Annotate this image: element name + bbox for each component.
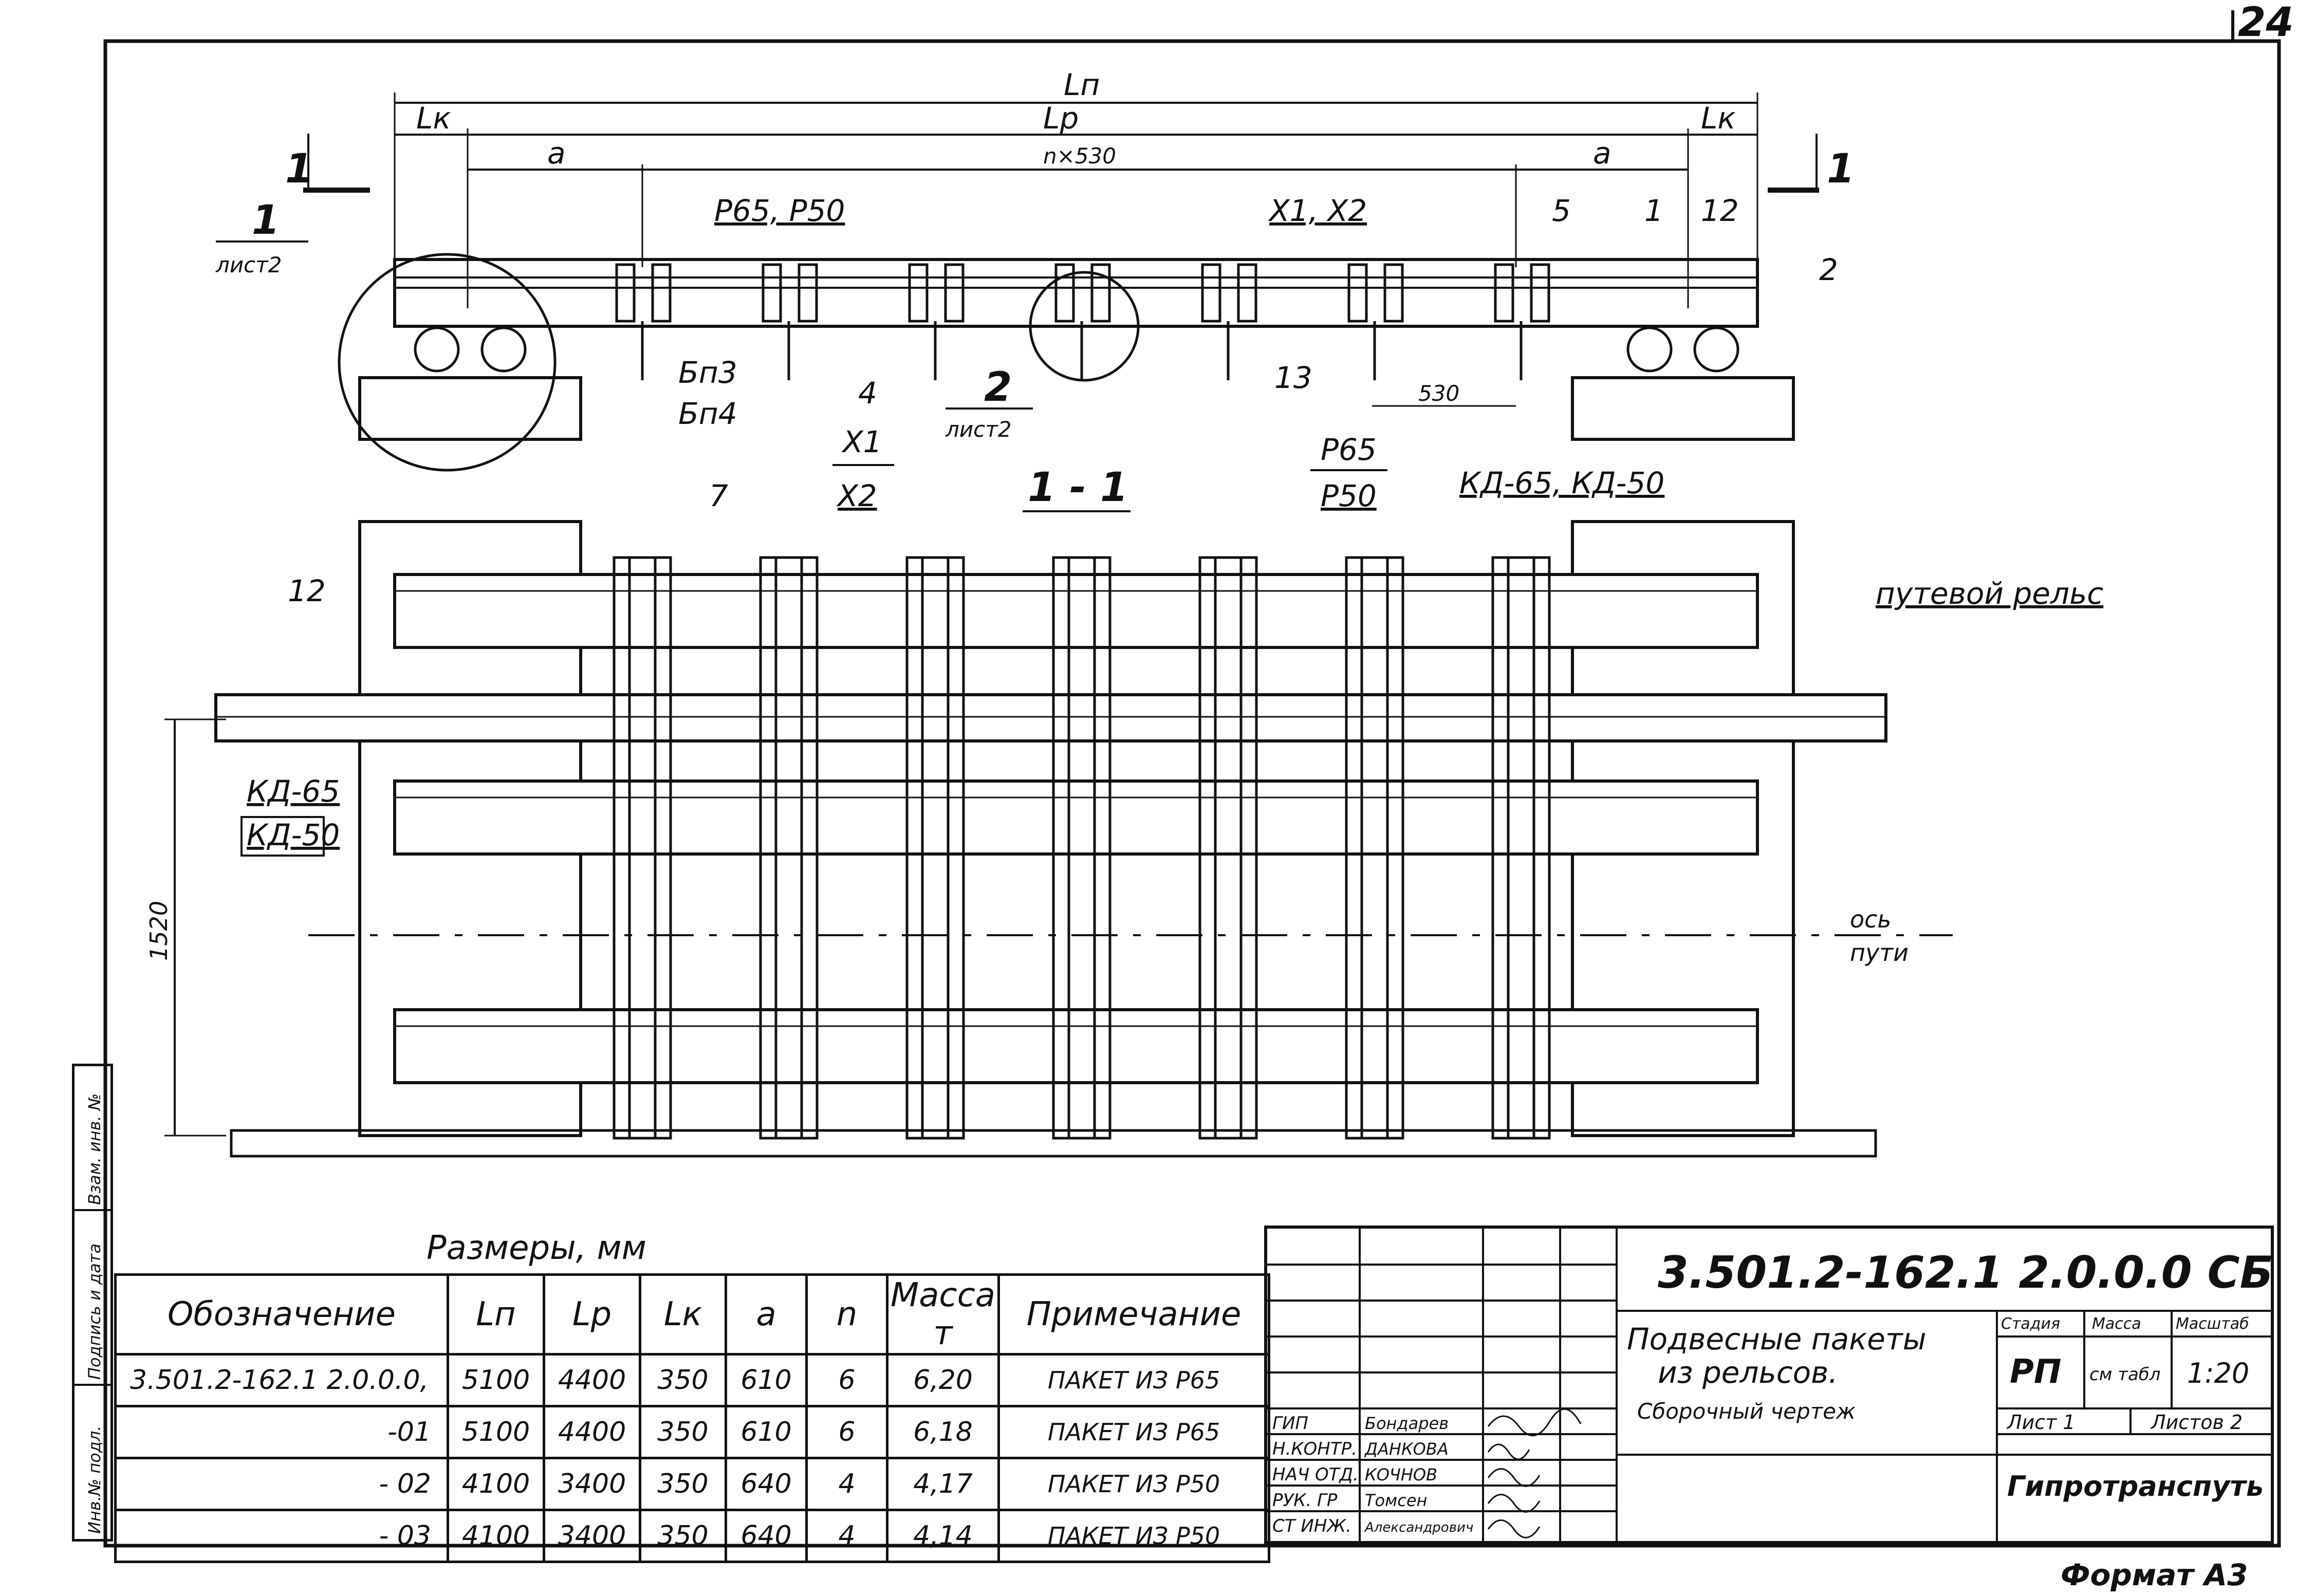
dim-Ln: Lп <box>1064 67 1100 102</box>
label-kd50: КД-50 <box>247 818 340 852</box>
label-r65: Р65 <box>1321 432 1377 467</box>
clamps-top <box>615 263 1550 380</box>
rail-pack-1 <box>393 573 1759 649</box>
dim-n530: n×530 <box>1043 143 1116 169</box>
format-label: Формат А3 <box>2061 1557 2248 1592</box>
label-x1-x2: Х1, Х2 <box>1268 193 1367 228</box>
rail-top-view <box>393 258 1759 328</box>
label-kd65: КД-65 <box>247 774 340 809</box>
label-track-rail: путевой рельс <box>1876 576 2103 611</box>
track-rail <box>214 693 1887 743</box>
hangers-section <box>613 556 1551 1140</box>
dim-1520: 1520 <box>145 901 173 961</box>
section-title: 1 - 1 <box>1028 465 1128 511</box>
dim-a-right: а <box>1593 136 1611 171</box>
label-4: 4 <box>858 376 877 411</box>
callout-1: 1 <box>252 197 280 244</box>
label-bp4: Бп4 <box>678 396 737 431</box>
label-r65-r50: Р65, Р50 <box>714 193 845 228</box>
sheet-number: 24 <box>2238 0 2294 46</box>
label-r50: Р50 <box>1321 478 1377 513</box>
label-x2: Х2 <box>836 478 877 513</box>
label-12-section: 12 <box>288 573 326 608</box>
label-axis-2: пути <box>1850 939 1909 967</box>
label-1: 1 <box>1644 193 1663 228</box>
label-5: 5 <box>1552 193 1571 228</box>
dim-Lk-left: Lк <box>416 101 451 136</box>
rail-pack-2 <box>393 780 1759 856</box>
dim-a-left: а <box>547 136 566 171</box>
label-kd: КД-65, КД-50 <box>1459 466 1664 500</box>
section-view: 1 - 1 <box>145 424 2103 1158</box>
rail-pack-3 <box>393 1008 1759 1084</box>
top-view: Lп Lр Lк Lк а а n×530 1 1 <box>215 67 1855 472</box>
callout-2: 2 <box>984 364 1012 411</box>
label-13: 13 <box>1274 360 1312 395</box>
dim-530: 530 <box>1418 381 1459 406</box>
label-12: 12 <box>1701 193 1739 228</box>
callout-1-sheet: лист2 <box>215 252 282 277</box>
sleeper-right <box>1571 376 1795 441</box>
dim-Lk-right: Lк <box>1701 101 1735 136</box>
label-x1: Х1 <box>841 424 882 459</box>
detail-circle-2 <box>1029 271 1140 382</box>
section-mark-right: 1 <box>1827 146 1855 192</box>
dim-Lp: Lр <box>1043 101 1079 136</box>
callout-2-sheet: лист2 <box>945 417 1011 442</box>
label-2: 2 <box>1819 252 1838 287</box>
label-axis-1: ось <box>1850 905 1892 933</box>
label-bp3: Бп3 <box>678 355 737 390</box>
detail-circle-1 <box>338 253 557 472</box>
label-7: 7 <box>709 478 728 513</box>
sleeper-left <box>358 376 582 441</box>
